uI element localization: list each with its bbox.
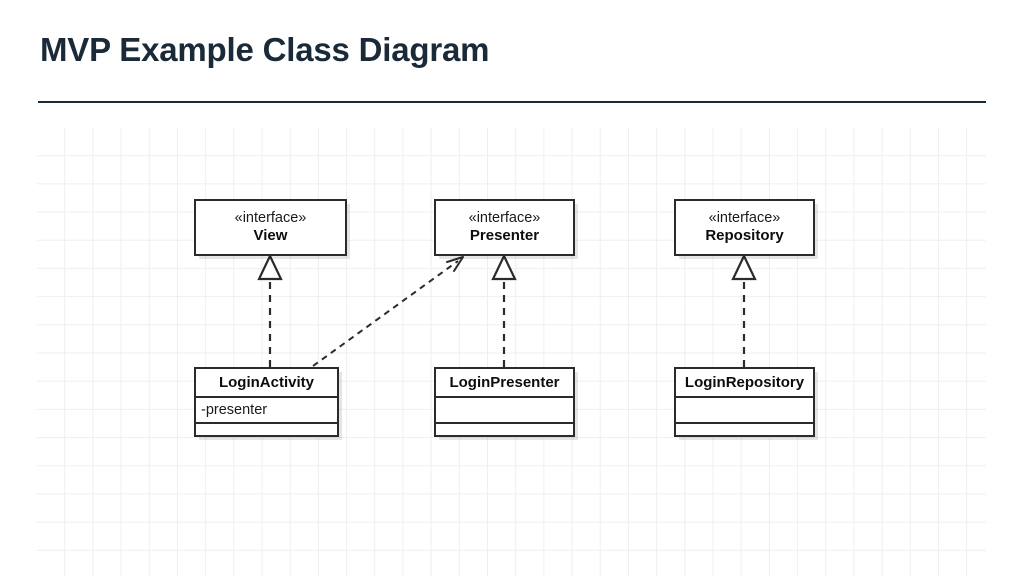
uml-class-loginactivity[interactable]: LoginActivity -presenter (194, 367, 339, 437)
page-title: MVP Example Class Diagram (40, 31, 490, 68)
class-operations (436, 424, 573, 435)
diagram-canvas (37, 128, 986, 576)
uml-interface-view[interactable]: «interface» View (194, 199, 347, 256)
uml-class-loginpresenter[interactable]: LoginPresenter (434, 367, 575, 437)
uml-class-loginrepository[interactable]: LoginRepository (674, 367, 815, 437)
interface-name: View (253, 227, 288, 245)
uml-interface-repository[interactable]: «interface» Repository (674, 199, 815, 256)
interface-name: Presenter (469, 227, 540, 245)
class-operations (676, 424, 813, 435)
class-name: LoginPresenter (436, 369, 573, 398)
stereotype-label: «interface» (468, 210, 541, 227)
interface-name: Repository (705, 227, 784, 245)
class-operations (196, 424, 337, 435)
stereotype-label: «interface» (708, 210, 781, 227)
uml-interface-presenter[interactable]: «interface» Presenter (434, 199, 575, 256)
class-attribute (436, 398, 573, 424)
class-name: LoginRepository (676, 369, 813, 398)
stereotype-label: «interface» (234, 210, 307, 227)
class-attribute: -presenter (196, 398, 337, 424)
class-attribute (676, 398, 813, 424)
class-name: LoginActivity (196, 369, 337, 398)
title-divider (38, 101, 986, 103)
